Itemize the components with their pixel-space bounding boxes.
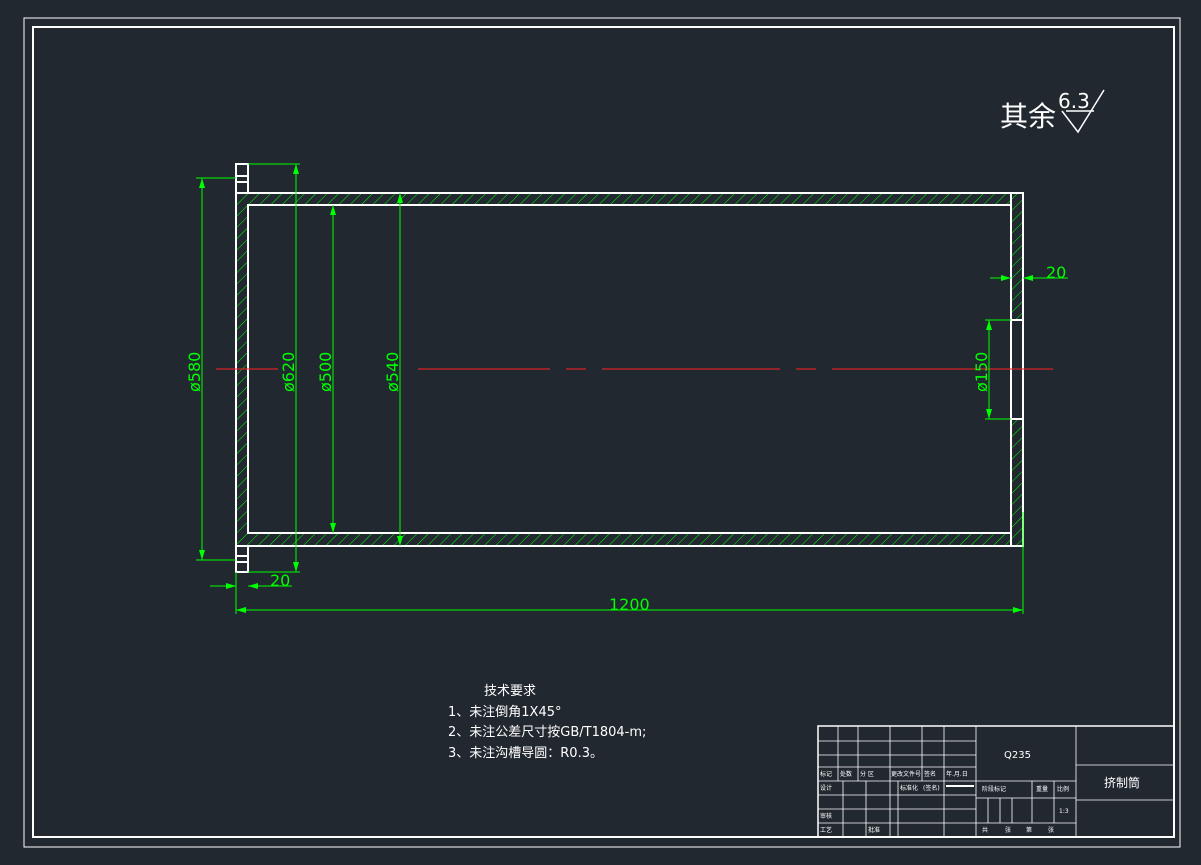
tb-sign2: (签名): [923, 784, 940, 792]
notes-title: 技术要求: [484, 684, 537, 699]
roughness-symbol-icon: [1061, 89, 1105, 134]
dimension-lines: [196, 163, 1068, 614]
tb-hdr-date: 年.月.日: [946, 770, 968, 778]
tb-design: 设计: [820, 784, 832, 792]
tb-material: Q235: [1004, 750, 1031, 761]
roughness-prefix: 其余: [1000, 100, 1056, 133]
dim-d540: ø540: [383, 352, 402, 392]
tb-sheet-no: 第: [1026, 826, 1032, 834]
dimension-arrows: [199, 164, 1033, 613]
technical-notes: 技术要求 1、未注倒角1X45° 2、未注公差尺寸按GB/T1804-m; 3、…: [448, 682, 646, 764]
dim-d620: ø620: [279, 352, 298, 392]
tb-part-name: 挤制筒: [1104, 775, 1140, 790]
part-outline: [235, 163, 1024, 573]
tb-ratio: 比例: [1057, 785, 1069, 793]
tb-weight: 重量: [1036, 785, 1048, 793]
dim-d580: ø580: [185, 352, 204, 392]
tb-sheet2: 张: [1048, 826, 1054, 834]
dim-end-wall: 20: [1046, 263, 1066, 282]
inner-border: [32, 26, 1175, 838]
tb-process: 工艺: [820, 826, 832, 834]
tb-hdr-zone: 分 区: [860, 770, 874, 778]
roughness-value: 6.3: [1058, 89, 1090, 113]
dim-d150: ø150: [972, 352, 991, 392]
tb-review: 审核: [820, 812, 832, 820]
note-item-3: 3、未注沟槽导圆：R0.3。: [448, 745, 603, 761]
note-item-1: 1、未注倒角1X45°: [448, 704, 562, 720]
tb-hdr-mark: 标记: [820, 770, 832, 778]
tb-hdr-sign: 签名: [924, 770, 936, 778]
tb-stage-mark: 阶段标记: [982, 785, 1006, 793]
outer-border: [23, 17, 1181, 848]
dim-length: 1200: [609, 595, 650, 614]
dim-d500: ø500: [316, 352, 335, 392]
tb-approve: 批准: [868, 826, 880, 834]
tb-hdr-docno: 更改文件号: [891, 770, 921, 778]
tb-hdr-count: 处数: [840, 770, 852, 778]
tb-scale: 1:3: [1059, 808, 1069, 815]
tb-standardize: 标准化: [900, 784, 918, 792]
dim-flange-width: 20: [270, 571, 290, 590]
note-item-2: 2、未注公差尺寸按GB/T1804-m;: [448, 725, 647, 740]
tb-sheets: 张: [1005, 826, 1011, 834]
tb-total: 共: [982, 826, 988, 834]
title-block: 标记 处数 分 区 更改文件号 签名 年.月.日 设计 标准化 (签名) 阶段标…: [817, 725, 1175, 838]
